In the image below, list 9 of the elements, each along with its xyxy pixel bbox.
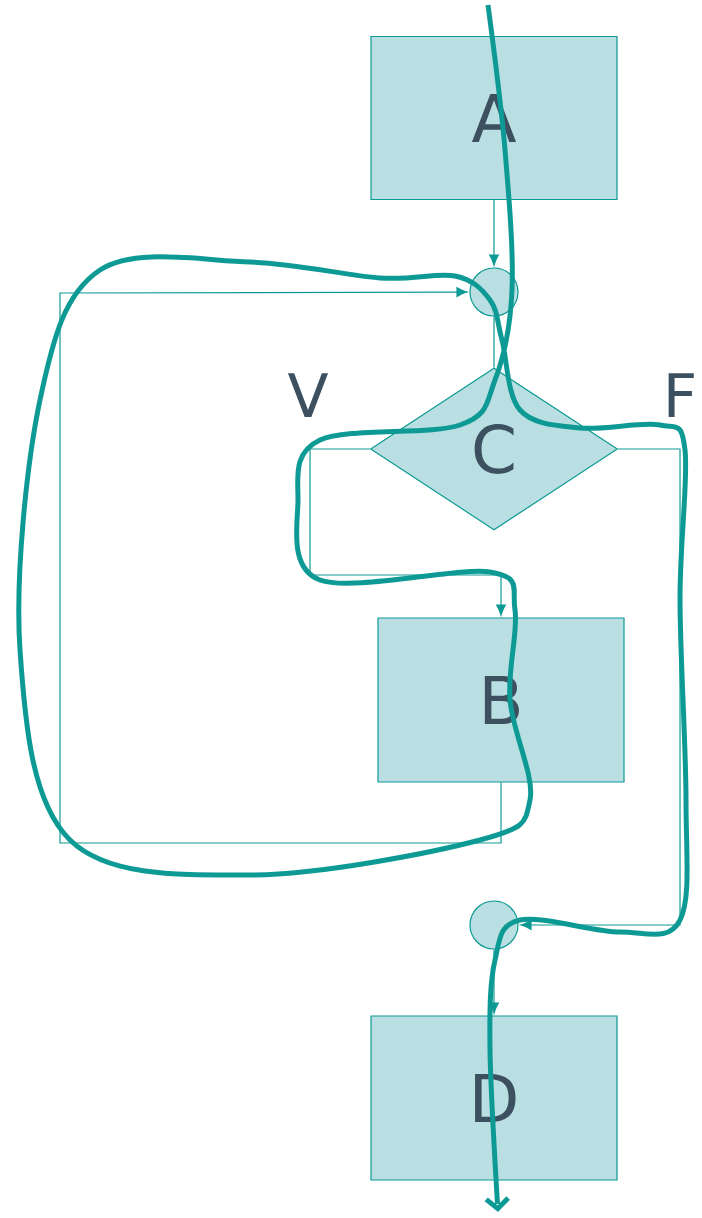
connector-circle <box>469 900 519 950</box>
connector-circle <box>469 267 519 317</box>
connector-arrow <box>309 448 506 616</box>
edge-label: V <box>287 373 329 417</box>
edge-label: F <box>668 373 694 417</box>
connector-arrow <box>489 199 499 266</box>
connector-arrow <box>489 949 499 1014</box>
connector-arrow <box>520 448 681 930</box>
connector-arrow <box>59 287 502 844</box>
